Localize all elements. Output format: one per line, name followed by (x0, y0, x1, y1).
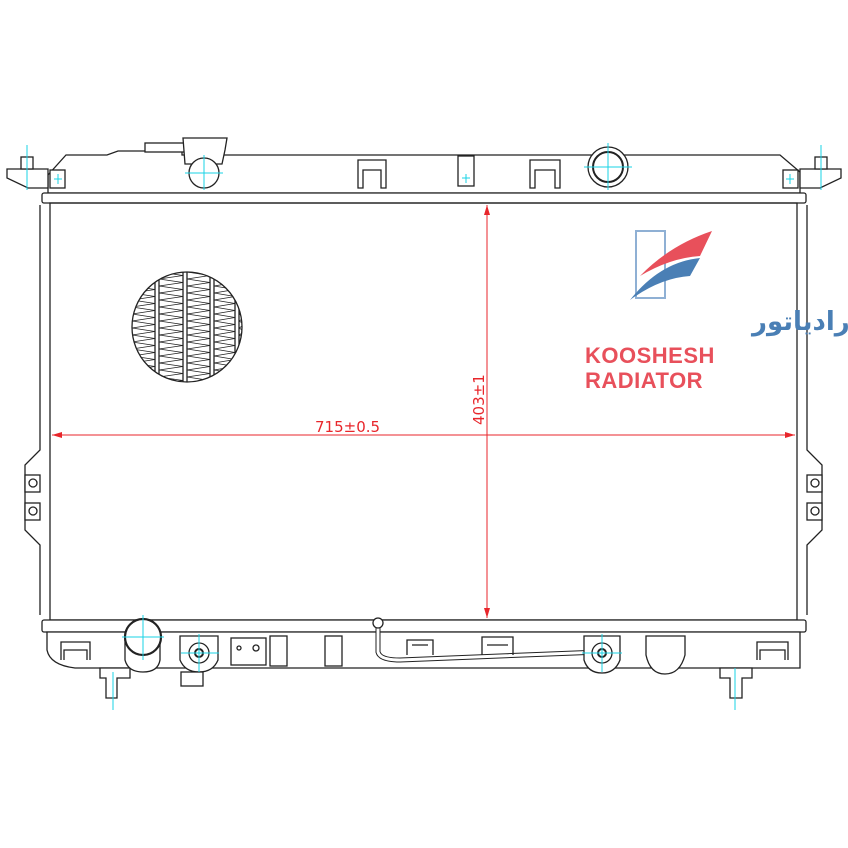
height-dimension: 403±1 (470, 205, 490, 618)
tube (182, 272, 188, 382)
top-tank (6, 137, 842, 204)
fin-zigzag (186, 272, 211, 382)
logo-line2: RADIATOR (585, 368, 703, 393)
height-dimension-label: 403±1 (470, 374, 488, 425)
width-dimension-label: 715±0.5 (315, 418, 380, 436)
fin-detail (131, 271, 243, 383)
tube (234, 272, 240, 382)
core (24, 202, 823, 621)
fin-zigzag (158, 272, 184, 382)
tube (154, 272, 160, 382)
bottom-tank (41, 615, 807, 710)
tube (209, 272, 215, 382)
width-dimension: 715±0.5 (52, 418, 795, 438)
fin-zigzag (132, 272, 156, 382)
logo-line1: KOOSHESH (585, 343, 715, 368)
kooshesh-logo: کوشش رادیاتور KOOSHESH RADIATOR (585, 230, 848, 393)
logo-persian-text: کوشش رادیاتور (750, 307, 848, 337)
